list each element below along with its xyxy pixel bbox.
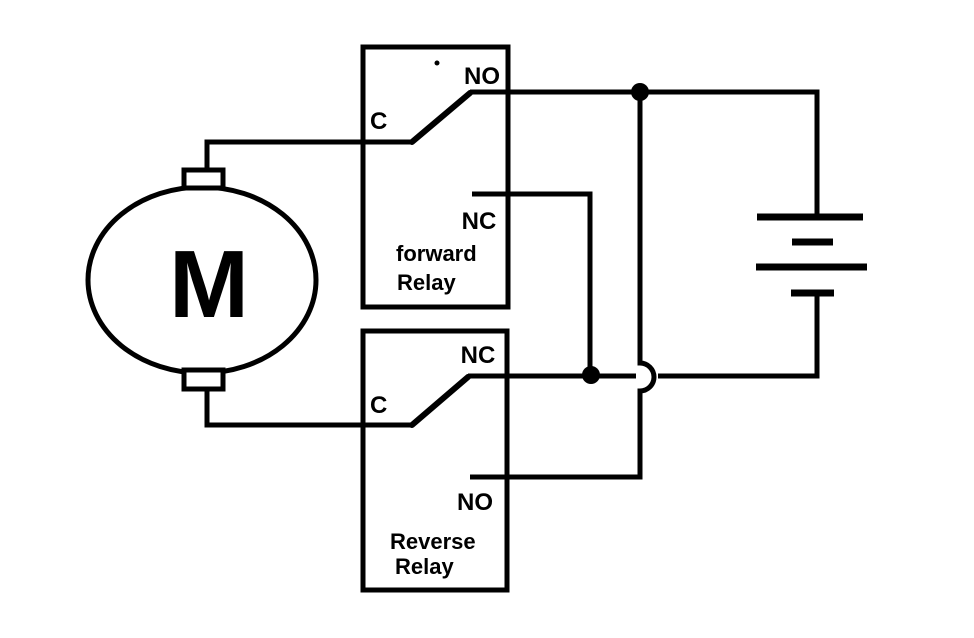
wire-forward-nc-to-bottom-junction: [472, 191, 593, 375]
forward-relay-switch-arm: [409, 90, 473, 145]
stray-ink-dot: [434, 60, 440, 66]
wire-battery-bottom-to-reverse-nc: [658, 293, 820, 379]
forward-relay-common-label: C: [370, 108, 387, 135]
reverse-relay-box: [360, 328, 510, 593]
motor-terminal-top: [181, 167, 226, 191]
motor-label: M: [169, 231, 249, 338]
battery-icon: [756, 213, 867, 297]
reverse-relay-name-line2: Relay: [395, 554, 454, 579]
junction-dot-bottom: [582, 366, 600, 384]
junction-dot-top: [631, 83, 649, 101]
forward-relay-box: [360, 44, 511, 310]
reverse-relay-common-label: C: [370, 392, 387, 419]
reverse-relay-nc-label: NC: [461, 342, 496, 369]
motor-symbol: M: [85, 167, 319, 392]
wire-motor-bottom-to-reverse-common: [204, 389, 412, 428]
forward-relay-no-label: NO: [464, 63, 500, 90]
wire-top-junction-to-reverse-no-with-hop: [470, 92, 657, 480]
reverse-relay-switch-arm: [409, 374, 471, 428]
motor-terminal-bottom: [181, 367, 226, 392]
forward-relay-nc-label: NC: [462, 208, 497, 235]
reverse-relay-no-label: NO: [457, 489, 493, 516]
wire-motor-top-to-forward-common: [204, 139, 412, 170]
forward-relay-name-line2: Relay: [397, 270, 456, 295]
forward-relay-name-line1: forward: [396, 241, 477, 266]
reverse-relay-name-line1: Reverse: [390, 529, 476, 554]
wire-forward-no-to-battery-top: [470, 89, 820, 217]
